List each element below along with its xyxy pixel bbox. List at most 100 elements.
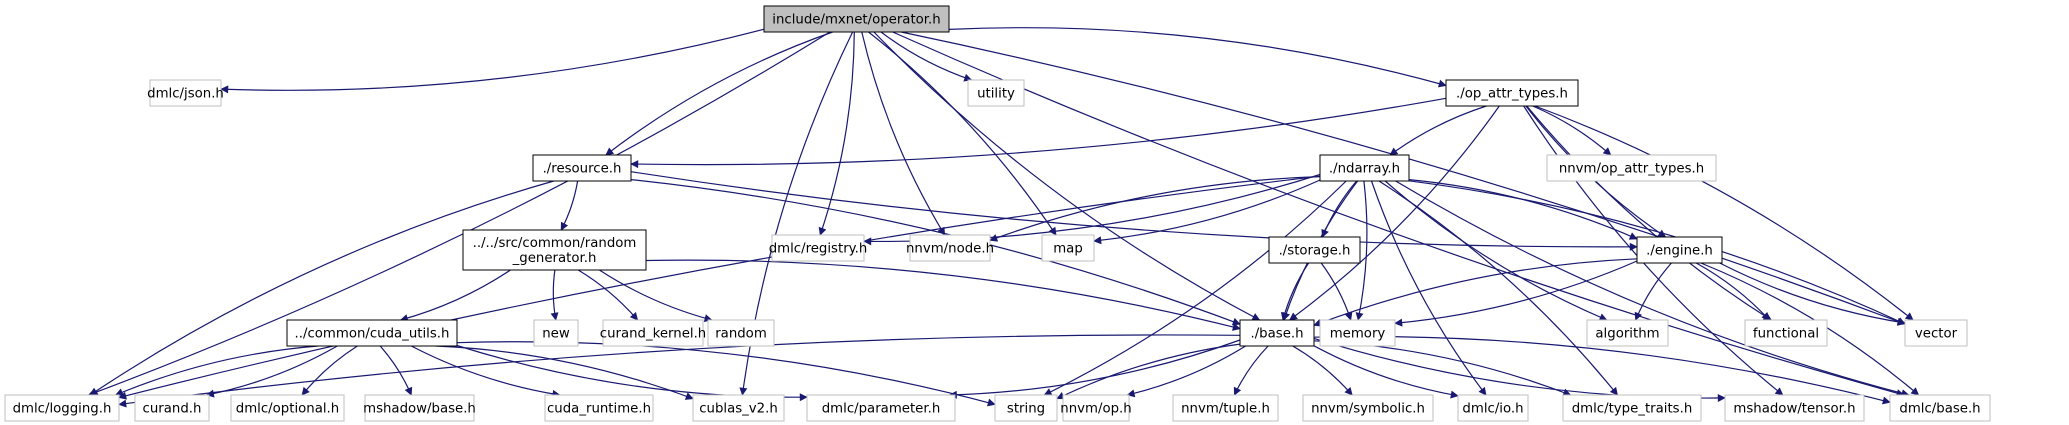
node-engine[interactable]: ./engine.h — [1636, 236, 1723, 264]
node-label-cuda_runtime: cuda_runtime.h — [547, 402, 651, 417]
node-label-random_gen: ../../src/common/random — [473, 236, 637, 251]
node-curand_kernel: curand_kernel.h — [600, 319, 706, 347]
node-label-vector: vector — [1915, 327, 1958, 342]
edge-engine-to-algorithm — [1634, 262, 1672, 321]
edge-ndarray-to-map — [1093, 179, 1321, 245]
node-string: string — [994, 394, 1058, 422]
node-op_attr_types[interactable]: ./op_attr_types.h — [1445, 79, 1579, 107]
edge-ndarray-to-memory — [1355, 180, 1368, 321]
node-base[interactable]: ./base.h — [1239, 319, 1315, 347]
node-label-io: dmlc/io.h — [1462, 402, 1523, 417]
node-label-json: dmlc/json.h — [147, 87, 224, 102]
node-map: map — [1041, 234, 1095, 262]
node-label-registry: dmlc/registry.h — [769, 242, 868, 257]
node-label-engine: ./engine.h — [1646, 244, 1713, 259]
node-optional: dmlc/optional.h — [230, 394, 345, 422]
edge-ndarray-to-node — [989, 176, 1321, 242]
node-cuda_runtime: cuda_runtime.h — [544, 394, 654, 422]
node-dmlc_base: dmlc/base.h — [1889, 394, 1991, 422]
node-box-utility — [967, 79, 1025, 107]
edge-resource-to-base — [630, 179, 1241, 326]
edge-op_attr_types-to-base — [1289, 105, 1500, 321]
edge-operator-to-resource — [605, 31, 833, 156]
edge-base-to-io — [1313, 345, 1459, 399]
node-box-functional — [1744, 319, 1828, 347]
edges-layer — [87, 27, 1920, 408]
node-utility: utility — [967, 79, 1025, 107]
node-label-node: nnvm/node.h — [906, 242, 994, 257]
node-box-storage — [1268, 236, 1361, 264]
edge-random_gen-to-curand_kernel — [577, 269, 639, 321]
edge-operator-to-node — [861, 31, 946, 236]
node-label-logging: dmlc/logging.h — [13, 402, 112, 417]
node-label-storage: ./storage.h — [1279, 244, 1351, 259]
node-storage[interactable]: ./storage.h — [1268, 236, 1361, 264]
node-box-cuda_runtime — [544, 394, 654, 422]
node-nnvm_op_attr: nnvm/op_attr_types.h — [1546, 154, 1717, 182]
edge-ndarray-to-type_traits — [1378, 180, 1619, 396]
edge-resource-to-random_gen — [560, 180, 579, 231]
node-label-type_traits: dmlc/type_traits.h — [1572, 402, 1693, 417]
node-io: dmlc/io.h — [1457, 394, 1529, 422]
edge-operator-to-op_attr_types — [948, 27, 1447, 88]
node-tensor: mshadow/tensor.h — [1724, 394, 1865, 422]
node-operator[interactable]: include/mxnet/operator.h — [763, 5, 950, 33]
node-box-io — [1457, 394, 1529, 422]
node-mshadow_base: mshadow/base.h — [363, 394, 476, 422]
node-label-parameter: dmlc/parameter.h — [822, 402, 941, 417]
node-algorithm: algorithm — [1586, 319, 1669, 347]
node-box-node — [909, 234, 991, 262]
node-logging: dmlc/logging.h — [4, 394, 120, 422]
node-label-op_attr_types: ./op_attr_types.h — [1456, 87, 1568, 102]
node-resource[interactable]: ./resource.h — [532, 154, 632, 182]
node-random_gen[interactable]: ../../src/common/random_generator.h — [462, 229, 647, 271]
node-type_traits: dmlc/type_traits.h — [1562, 394, 1702, 422]
edge-ndarray-to-io — [1370, 180, 1487, 396]
node-label-cuda_utils: ../common/cuda_utils.h — [295, 327, 450, 342]
node-parameter: dmlc/parameter.h — [806, 394, 956, 422]
node-label-operator: include/mxnet/operator.h — [772, 13, 940, 28]
edge-storage-to-base — [1280, 262, 1310, 321]
node-cuda_utils[interactable]: ../common/cuda_utils.h — [286, 319, 458, 347]
node-box-map — [1041, 234, 1095, 262]
edge-engine-to-memory — [1394, 260, 1638, 327]
edge-op_attr_types-to-resource — [630, 97, 1447, 169]
edge-random_gen-to-cuda_utils — [399, 269, 511, 322]
node-box-curand_kernel — [602, 319, 704, 347]
edge-random_gen-to-base — [645, 259, 1241, 331]
node-label-string: string — [1007, 402, 1045, 417]
node-ndarray[interactable]: ./ndarray.h — [1319, 154, 1410, 182]
edge-cuda_utils-to-cuda_runtime — [411, 345, 561, 398]
node-label-resource: ./resource.h — [543, 162, 622, 177]
node-box-registry — [771, 234, 865, 262]
node-tuple: nnvm/tuple.h — [1172, 394, 1279, 422]
node-memory: memory — [1319, 319, 1396, 347]
node-box-tuple — [1172, 394, 1279, 422]
node-box-operator — [763, 5, 950, 33]
node-label-optional: dmlc/optional.h — [236, 402, 339, 417]
node-label-algorithm: algorithm — [1595, 327, 1659, 342]
edge-base-to-tensor — [1313, 337, 1726, 403]
node-label-ndarray: ./ndarray.h — [1329, 162, 1400, 177]
node-box-vector — [1904, 319, 1968, 347]
edge-base-to-symbolic — [1292, 345, 1353, 396]
node-label-tensor: mshadow/tensor.h — [1733, 402, 1855, 417]
node-symbolic: nnvm/symbolic.h — [1302, 394, 1434, 422]
nodes-layer: include/mxnet/operator.h dmlc/json.h utili… — [4, 5, 1991, 422]
edge-engine-to-vector — [1719, 262, 1906, 326]
node-label-nnvm_op_attr: nnvm/op_attr_types.h — [1559, 162, 1704, 177]
edge-ndarray-to-algorithm — [1384, 180, 1608, 321]
node-label-random: random — [715, 327, 767, 342]
node-box-new — [533, 319, 579, 347]
edge-operator-to-json — [220, 28, 765, 94]
node-label-base: ./base.h — [1250, 327, 1303, 342]
edge-ndarray-to-vector — [1408, 180, 1906, 325]
node-vector: vector — [1904, 319, 1968, 347]
node-label-mshadow_base: mshadow/base.h — [363, 402, 476, 417]
node-box-cublas — [692, 394, 785, 422]
edge-op_attr_types-to-vector — [1534, 105, 1914, 321]
node-box-memory — [1319, 319, 1396, 347]
edge-engine-to-functional — [1695, 262, 1770, 321]
node-label-new: new — [542, 327, 570, 342]
node-box-nnvm_op — [1062, 394, 1130, 422]
